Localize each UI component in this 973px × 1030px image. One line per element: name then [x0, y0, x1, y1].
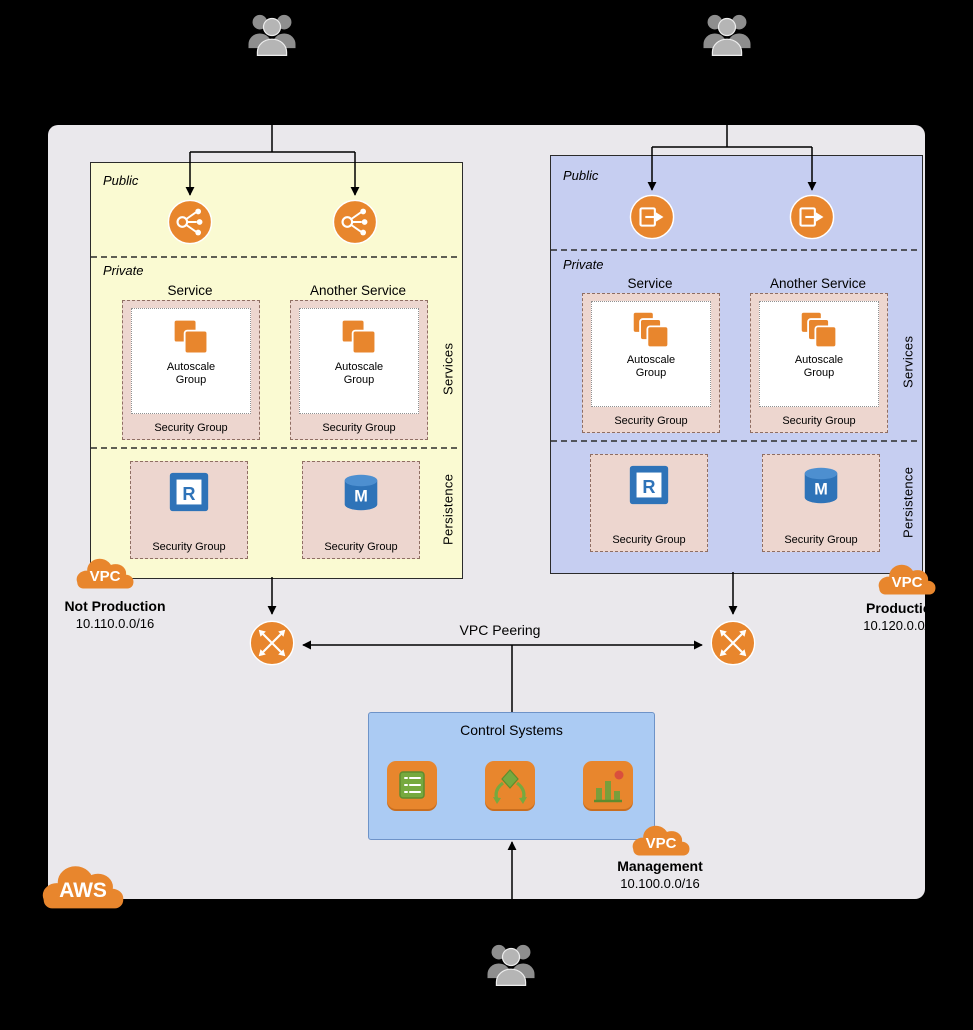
- security-group-database: Security Group: [302, 461, 420, 559]
- app-load-balancer-icon: [629, 194, 675, 240]
- vpc-badge-label: VPC: [891, 573, 923, 591]
- aws-logo-label: AWS: [59, 879, 107, 903]
- persistence-side-label-right: Persistence: [900, 466, 916, 538]
- autoscale-group-box: Autoscale Group: [131, 308, 251, 414]
- security-group-label: Security Group: [324, 541, 398, 553]
- security-group-database: Security Group: [762, 454, 880, 552]
- security-group-label: Security Group: [322, 422, 396, 434]
- vpc-badge-label: VPC: [645, 834, 677, 852]
- users-icon-bottom: [485, 940, 537, 987]
- private-zone-label-right: Private: [563, 257, 604, 272]
- vpc-name: Not Production: [64, 598, 166, 614]
- security-group-another-service: Autoscale Group Security Group: [750, 293, 888, 433]
- users-icon-top-right: [701, 10, 753, 57]
- services-side-label-left: Services: [440, 342, 456, 396]
- autoscale-group-label: Autoscale Group: [626, 354, 676, 380]
- private-zone-label-left: Private: [103, 263, 144, 278]
- security-group-label: Security Group: [154, 422, 228, 434]
- autoscale-group-box: Autoscale Group: [759, 301, 879, 407]
- load-balancer-icon: [167, 199, 213, 245]
- security-group-service: Autoscale Group Security Group: [582, 293, 720, 433]
- autoscale-group-icon: [339, 309, 379, 357]
- service-title: Service: [627, 276, 673, 291]
- autoscale-group-box: Autoscale Group: [299, 308, 419, 414]
- another-service-title: Another Service: [769, 276, 867, 291]
- vpc-peering-label: VPC Peering: [459, 622, 541, 638]
- load-balancer-icon: [332, 199, 378, 245]
- config-list-icon: [385, 760, 439, 814]
- aws-cloud-icon: AWS: [30, 856, 136, 914]
- vpc-cloud-icon-management: VPC: [628, 817, 694, 861]
- vpc-cloud-icon-production: VPC: [874, 556, 940, 600]
- vpc-router-icon-left: [249, 620, 295, 666]
- vpc-caption-not-production: Not Production 10.110.0.0/16: [44, 598, 186, 631]
- autoscale-group-icon: [799, 302, 839, 350]
- control-systems-title: Control Systems: [460, 722, 563, 738]
- another-service-title: Another Service: [309, 283, 407, 298]
- services-side-label-right: Services: [900, 335, 916, 389]
- autoscale-group-label: Autoscale Group: [334, 361, 384, 387]
- security-group-label: Security Group: [152, 541, 226, 553]
- public-zone-label-right: Public: [563, 168, 599, 183]
- autoscale-group-icon: [171, 309, 211, 357]
- vpc-router-icon-right: [710, 620, 756, 666]
- vpc-cloud-icon-not-production: VPC: [72, 550, 138, 594]
- security-group-service: Autoscale Group Security Group: [122, 300, 260, 440]
- vpc-cidr: 10.110.0.0/16: [75, 616, 155, 631]
- security-group-label: Security Group: [782, 415, 856, 427]
- vpc-name: Management: [617, 858, 703, 874]
- public-zone-label-left: Public: [103, 173, 139, 188]
- security-group-label: Security Group: [612, 534, 686, 546]
- deploy-icon: [483, 760, 537, 814]
- security-group-cache: Security Group: [590, 454, 708, 552]
- security-group-label: Security Group: [614, 415, 688, 427]
- security-group-another-service: Autoscale Group Security Group: [290, 300, 428, 440]
- autoscale-group-label: Autoscale Group: [794, 354, 844, 380]
- security-group-cache: Security Group: [130, 461, 248, 559]
- persistence-side-label-left: Persistence: [440, 473, 456, 545]
- autoscale-group-box: Autoscale Group: [591, 301, 711, 407]
- security-group-label: Security Group: [784, 534, 858, 546]
- vpc-caption-management: Management 10.100.0.0/16: [588, 858, 732, 891]
- vpc-name: Production: [866, 600, 940, 616]
- users-icon-top-left: [246, 10, 298, 57]
- app-load-balancer-icon: [789, 194, 835, 240]
- vpc-cidr: 10.100.0.0/16: [620, 876, 700, 891]
- autoscale-group-icon: [631, 302, 671, 350]
- vpc-cidr: 10.120.0.0/16: [863, 618, 943, 633]
- monitoring-icon: [581, 760, 635, 814]
- autoscale-group-label: Autoscale Group: [166, 361, 216, 387]
- vpc-caption-production: Production 10.120.0.0/16: [832, 600, 973, 633]
- service-title: Service: [167, 283, 213, 298]
- vpc-badge-label: VPC: [89, 567, 121, 585]
